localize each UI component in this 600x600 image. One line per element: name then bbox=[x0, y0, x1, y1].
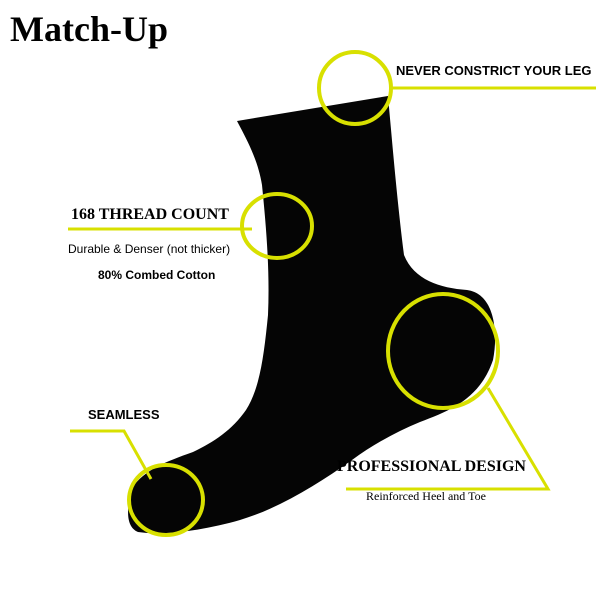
brand-logo: Match-Up bbox=[10, 9, 168, 49]
highlight-circles bbox=[127, 50, 500, 537]
design-leader-line bbox=[346, 387, 551, 491]
design-feature-subtitle: Reinforced Heel and Toe bbox=[366, 489, 486, 503]
thread-feature-material: 80% Combed Cotton bbox=[98, 268, 216, 282]
thread-feature-description: Durable & Denser (not thicker) bbox=[68, 242, 231, 256]
callout-lines bbox=[68, 86, 596, 491]
thread-highlight-circle bbox=[240, 192, 314, 260]
thread-feature-title: 168 THREAD COUNT bbox=[71, 206, 229, 223]
seamless-feature-title: SEAMLESS bbox=[88, 407, 160, 422]
design-feature-title: PROFESSIONAL DESIGN bbox=[337, 458, 526, 475]
seamless-leader-line bbox=[70, 429, 153, 480]
heel-highlight-circle bbox=[386, 292, 500, 410]
leg-highlight-circle bbox=[317, 50, 393, 126]
sock-silhouette bbox=[128, 96, 496, 534]
leg-feature-title: NEVER CONSTRICT YOUR LEG bbox=[396, 63, 592, 78]
toe-highlight-circle bbox=[127, 463, 205, 537]
